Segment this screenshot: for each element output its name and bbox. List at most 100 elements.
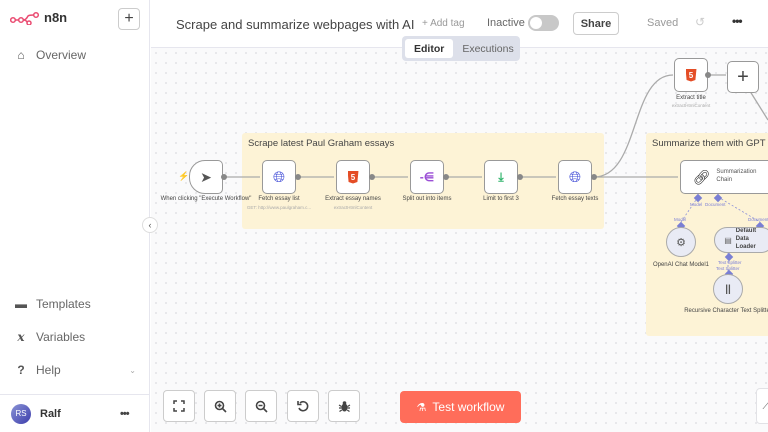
test-workflow-button[interactable]: ⚗ Test workflow bbox=[400, 391, 521, 423]
sidebar-item-templates[interactable]: ▬ Templates bbox=[14, 297, 91, 311]
node-fetch-essay-texts[interactable]: 🌐︎ bbox=[558, 160, 592, 194]
node-label: OpenAI Chat Model1 bbox=[652, 262, 710, 268]
more-menu-button[interactable]: ••• bbox=[732, 14, 743, 28]
toggle-knob bbox=[530, 17, 542, 29]
sidebar-item-overview[interactable]: ⌂ Overview bbox=[14, 48, 86, 62]
chevron-down-icon: ⌄ bbox=[129, 365, 136, 375]
box-icon: ▬ bbox=[15, 297, 27, 311]
active-toggle[interactable] bbox=[528, 15, 559, 31]
collapse-sidebar-button[interactable]: ‹ bbox=[142, 217, 158, 233]
node-extract-essay-names[interactable]: 5 bbox=[336, 160, 370, 194]
sticky-note-scrape[interactable]: Scrape latest Paul Graham essays bbox=[242, 133, 604, 229]
node-extract-title[interactable]: 5 bbox=[674, 58, 708, 92]
tab-executions[interactable]: Executions bbox=[462, 42, 514, 55]
app-name: n8n bbox=[44, 10, 68, 25]
sticky-title: Summarize them with GPT bbox=[652, 138, 766, 149]
output-port[interactable] bbox=[591, 174, 597, 180]
n8n-logo[interactable]: n8n bbox=[10, 10, 67, 25]
output-port[interactable] bbox=[517, 174, 523, 180]
add-node-button[interactable]: + bbox=[727, 61, 759, 93]
output-port[interactable] bbox=[295, 174, 301, 180]
node-subtitle: extractHtmlContent bbox=[671, 103, 711, 108]
node-manual-trigger[interactable]: ➤ bbox=[189, 160, 223, 194]
header: Scrape and summarize webpages with AI + … bbox=[151, 0, 768, 48]
node-fetch-essay-list[interactable]: 🌐︎ bbox=[262, 160, 296, 194]
node-default-data-loader[interactable]: ▤ Default Data Loader bbox=[714, 227, 768, 253]
node-openai-chat-model[interactable]: ⚙ bbox=[666, 227, 696, 257]
output-port[interactable] bbox=[221, 174, 227, 180]
globe-icon: 🌐︎ bbox=[568, 168, 581, 186]
node-subtitle: extractHtmlContent bbox=[333, 205, 373, 210]
link-icon: 🔗︎ bbox=[692, 168, 711, 185]
home-icon: ⌂ bbox=[17, 48, 25, 62]
node-label: Extract title bbox=[676, 95, 706, 101]
node-label: Split out into items bbox=[402, 196, 452, 202]
output-port[interactable] bbox=[443, 174, 449, 180]
node-label: Summarization Chain bbox=[716, 169, 757, 183]
limit-icon: ⤓ bbox=[498, 169, 504, 184]
port-label: Text Splitter bbox=[716, 266, 740, 271]
sidebar-item-label: Variables bbox=[36, 330, 86, 344]
fit-view-button[interactable] bbox=[163, 390, 195, 422]
variable-icon: x bbox=[17, 330, 25, 344]
zoom-out-icon bbox=[255, 400, 268, 413]
node-summarization-chain[interactable]: 🔗︎ Summarization Chain bbox=[680, 160, 768, 194]
sidebar-item-help[interactable]: ? Help ⌄ bbox=[14, 363, 136, 377]
user-row[interactable]: RS Ralf ••• bbox=[0, 394, 150, 432]
user-menu-button[interactable]: ••• bbox=[120, 407, 130, 420]
html5-icon: 5 bbox=[347, 170, 359, 184]
zoom-in-icon bbox=[214, 400, 227, 413]
node-split-out[interactable]: -⋹ bbox=[410, 160, 444, 194]
bug-icon bbox=[338, 400, 350, 412]
output-port[interactable] bbox=[705, 72, 711, 78]
split-icon: -⋹ bbox=[419, 170, 435, 184]
sidebar-item-label: Overview bbox=[36, 48, 87, 62]
node-limit[interactable]: ⤓ bbox=[484, 160, 518, 194]
flask-icon: ⚗ bbox=[416, 401, 427, 414]
port-label: Text Splitter bbox=[718, 260, 742, 265]
port-label: Document bbox=[705, 202, 726, 207]
zoom-out-button[interactable] bbox=[245, 390, 277, 422]
history-icon[interactable]: ↺ bbox=[695, 15, 706, 29]
add-button[interactable]: + bbox=[118, 8, 140, 30]
reset-zoom-button[interactable] bbox=[287, 390, 319, 422]
sticky-title: Scrape latest Paul Graham essays bbox=[248, 138, 395, 149]
html5-icon: 5 bbox=[685, 68, 697, 82]
openai-icon: ⚙ bbox=[676, 236, 686, 249]
n8n-logo-icon bbox=[10, 11, 40, 25]
node-label: Fetch essay texts bbox=[551, 196, 599, 202]
sidebar-item-variables[interactable]: x Variables bbox=[14, 330, 85, 344]
trigger-bolt-icon: ⚡ bbox=[178, 171, 190, 181]
share-button[interactable]: Share bbox=[573, 12, 619, 35]
node-label: Default Data Loader bbox=[735, 228, 757, 250]
node-text-splitter[interactable]: || bbox=[713, 274, 743, 304]
globe-icon: 🌐︎ bbox=[272, 168, 285, 186]
ai-assistant-button[interactable]: ⟋ bbox=[756, 388, 768, 424]
question-icon: ? bbox=[17, 363, 25, 377]
debug-button[interactable] bbox=[328, 390, 360, 422]
undo-icon bbox=[296, 400, 308, 412]
node-subtitle: GET: http://www.paulgraham.c... bbox=[246, 205, 312, 210]
user-name: Ralf bbox=[40, 407, 61, 420]
tab-editor[interactable]: Editor bbox=[405, 39, 454, 58]
node-label: Recursive Character Text Splitter bbox=[684, 308, 768, 314]
add-tag-button[interactable]: + Add tag bbox=[422, 18, 465, 29]
splitter-icon: || bbox=[725, 283, 731, 295]
port-label: Model bbox=[674, 217, 687, 222]
status-label: Inactive bbox=[487, 17, 525, 29]
sidebar-item-label: Help bbox=[36, 363, 61, 377]
view-tabs: Editor Executions bbox=[402, 36, 520, 61]
node-label: When clicking "Execute Workflow" bbox=[160, 196, 252, 202]
fit-view-icon bbox=[173, 400, 185, 412]
saved-status: Saved bbox=[647, 17, 679, 29]
workflow-title[interactable]: Scrape and summarize webpages with AI bbox=[176, 17, 415, 32]
node-label: Fetch essay list bbox=[258, 196, 300, 202]
output-port[interactable] bbox=[369, 174, 375, 180]
port-label: Model bbox=[690, 202, 703, 207]
zoom-in-button[interactable] bbox=[204, 390, 236, 422]
node-label: Limit to first 3 bbox=[483, 196, 519, 202]
document-icon: ▤ bbox=[724, 235, 732, 245]
plus-icon: + bbox=[737, 65, 749, 88]
sidebar: n8n + ⌂ Overview ▬ Templates x Variables… bbox=[0, 0, 150, 432]
